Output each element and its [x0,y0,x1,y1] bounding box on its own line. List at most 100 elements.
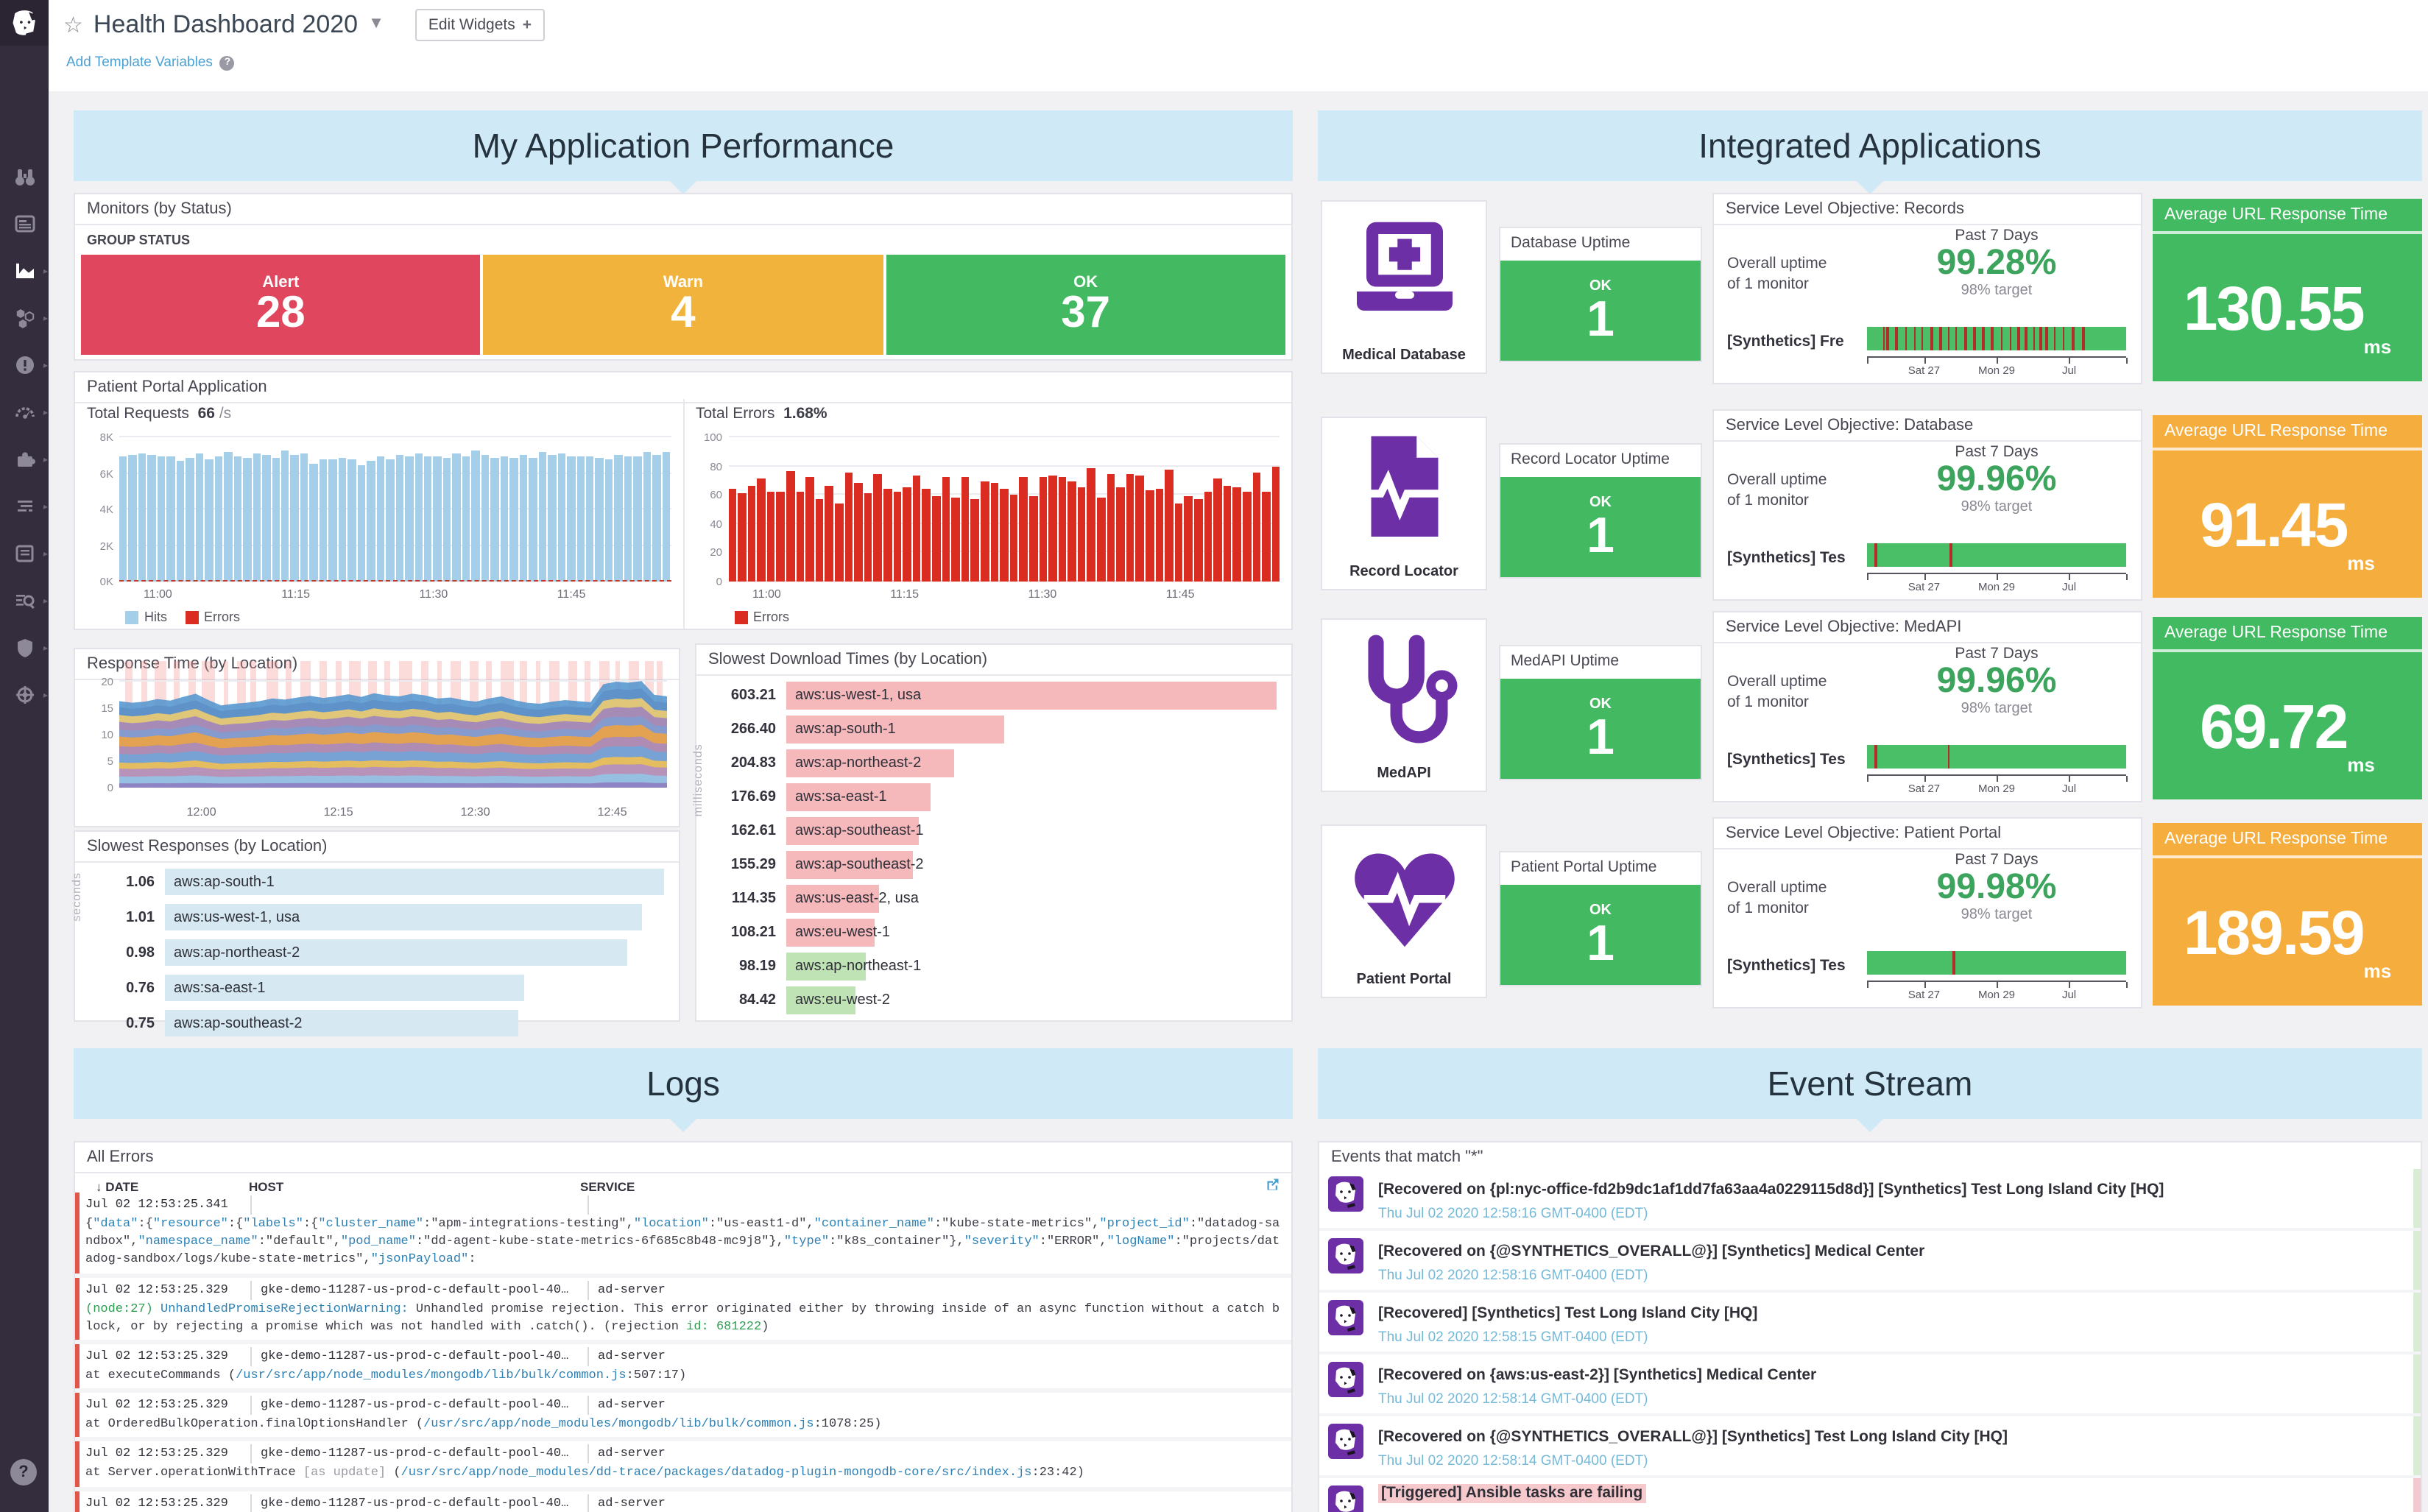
patient-portal-app-widget[interactable]: Patient Portal Application Total Request… [74,371,1293,630]
add-template-variables-link[interactable]: Add Template Variables [66,54,213,71]
app-icon-card[interactable]: Patient Portal [1321,824,1487,998]
datadog-logo-icon[interactable] [0,0,49,46]
legend-errors[interactable]: Errors [734,610,789,624]
sidebar-item-logs[interactable]: ▸ [13,542,48,565]
group-header-integrated-apps[interactable]: Integrated Applications [1318,110,2422,194]
status-label: Alert [262,274,300,292]
sidebar-item-binoculars[interactable] [13,165,36,188]
event-avatar [1328,1176,1363,1212]
template-help-icon[interactable]: ? [219,55,235,70]
column-service[interactable]: SERVICE [580,1179,635,1194]
slo-period: Past 7 Days [1955,227,2039,244]
chevron-down-icon[interactable]: ▼ [368,15,384,32]
app-icon-card[interactable]: Medical Database [1321,200,1487,374]
group-header-event-stream[interactable]: Event Stream [1318,1048,2422,1132]
avg-response-unit: ms [2347,754,2375,776]
legend-hits[interactable]: Hits [125,610,167,624]
event-row[interactable]: [Triggered] Ansible tasks are failingThu… [1319,1478,2421,1512]
all-errors-widget[interactable]: All Errors ↓ DATE HOST SERVICE Jul 02 12… [74,1141,1293,1512]
event-stream-widget[interactable]: Events that match "*" [Recovered on {pl:… [1318,1141,2422,1512]
uptime-status: OK [1589,902,1612,918]
sidebar-item-monitors[interactable]: ▸ [13,353,48,377]
sidebar-item-apm[interactable]: ▸ [13,400,48,424]
event-status-strip [2413,1478,2421,1512]
open-external-icon[interactable] [1266,1178,1280,1191]
app-icon-card[interactable]: Record Locator [1321,417,1487,590]
sidebar-item-metrics[interactable]: ▸ [13,259,48,283]
legend-errors[interactable]: Errors [185,610,240,624]
column-date[interactable]: ↓ DATE [96,1179,139,1194]
avg-response-value: 69.72 [2200,692,2348,761]
event-row[interactable]: [Recovered on {@SYNTHETICS_OVERALL@}] [S… [1319,1416,2421,1475]
log-row[interactable]: Jul 02 12:53:25.341{"data":{"resource":{… [75,1193,1291,1273]
sidebar-item-synthetics[interactable]: ▸ [13,683,48,707]
sidebar-item-integrations[interactable]: ▸ [13,448,48,471]
sidebar-item-infrastructure[interactable]: ▸ [13,306,48,330]
event-status-strip [2413,1416,2421,1475]
column-host[interactable]: HOST [249,1179,284,1194]
event-row[interactable]: [Recovered on {aws:us-east-2}] [Syntheti… [1319,1354,2421,1413]
monitor-label: [Synthetics] Fre [1727,333,1844,350]
favorite-star-icon[interactable]: ☆ [63,13,83,38]
widget-title: Service Level Objective: MedAPI [1714,612,2141,643]
sidebar-item-notebooks[interactable]: ▸ [13,495,48,518]
event-row[interactable]: [Recovered on {pl:nyc-office-fd2b9dc1af1… [1319,1169,2421,1228]
edit-widgets-button[interactable]: Edit Widgets + [414,9,546,41]
group-header-logs[interactable]: Logs [74,1048,1293,1132]
submenu-arrow-icon: ▸ [43,409,48,418]
slowest-downloads-widget[interactable]: Slowest Download Times (by Location) mil… [691,643,1293,1022]
event-row[interactable]: [Recovered on {@SYNTHETICS_OVERALL@}] [S… [1319,1231,2421,1290]
event-row[interactable]: [Recovered] [Synthetics] Test Long Islan… [1319,1293,2421,1352]
group-header-app-performance[interactable]: My Application Performance [74,110,1293,194]
event-timestamp: Thu Jul 02 2020 12:58:14 GMT-0400 (EDT) [1378,1391,1648,1407]
sidebar-item-security[interactable]: ▸ [13,636,48,660]
app-icon-card[interactable]: MedAPI [1321,618,1487,792]
record-locator-icon [1358,436,1438,537]
help-icon[interactable]: ? [10,1459,37,1485]
sidebar-item-log-explorer[interactable]: ▸ [13,589,48,612]
sidebar-item-dashboards[interactable] [13,212,36,236]
